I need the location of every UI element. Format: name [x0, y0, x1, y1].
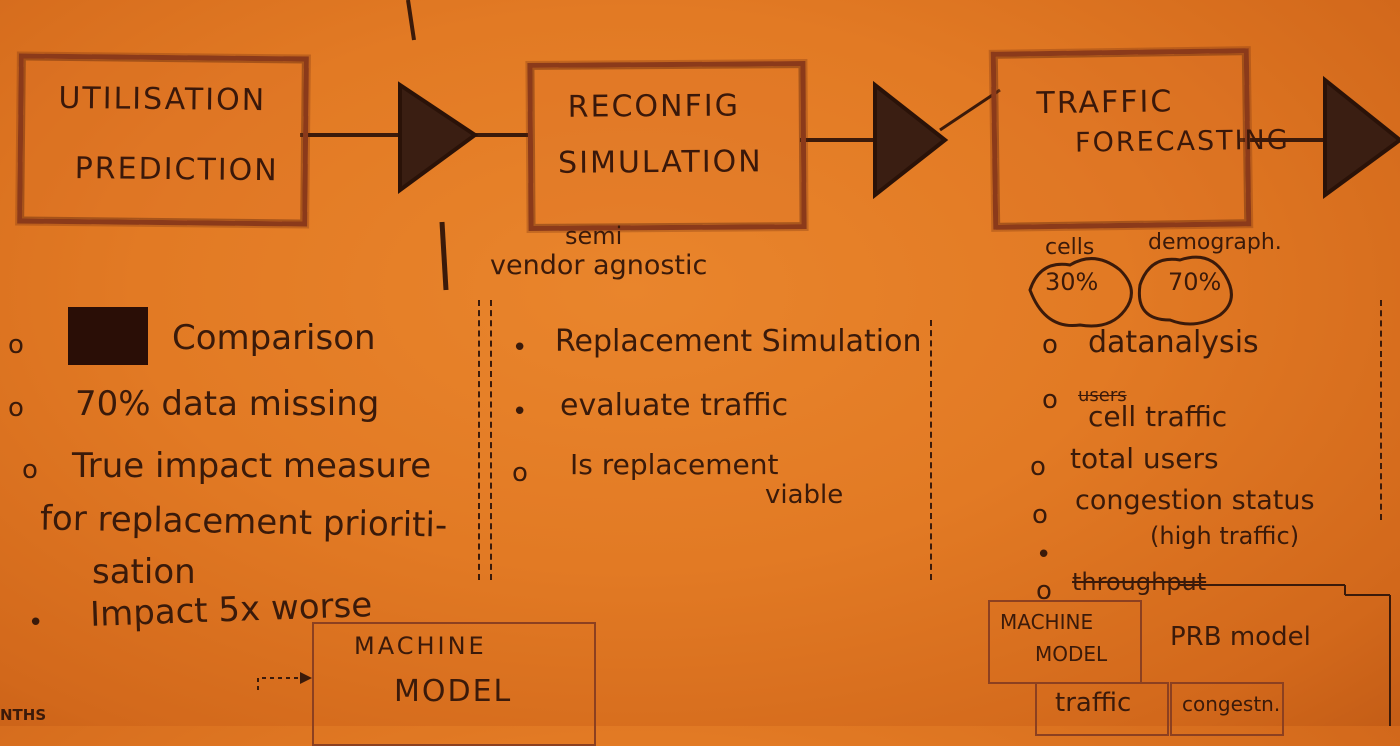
machine-model-line1: MACHINE — [1000, 610, 1094, 634]
bullet: o — [8, 393, 24, 423]
congestion-box: congestn. — [1170, 682, 1284, 736]
col3-item-high-traffic: (high traffic) — [1150, 522, 1300, 550]
stage-box-utilisation-prediction: UTILISATION PREDICTION — [17, 53, 309, 227]
col1-item-prioritisation: for replacement prioriti- — [39, 498, 448, 546]
bubble-value-demograph: 70% — [1168, 268, 1222, 296]
bullet: o — [1030, 452, 1046, 482]
bubble-label-cells: cells — [1045, 235, 1095, 260]
col3-item-total-users: total users — [1070, 442, 1219, 475]
stage-title-line2: PREDICTION — [74, 151, 279, 189]
arrow-triangle-3 — [1323, 75, 1400, 199]
col2-item-is-replacement: Is replacement — [570, 448, 779, 481]
col2-item-evaluate-traffic: evaluate traffic — [560, 388, 789, 423]
corner-text: NTHS — [0, 706, 47, 724]
stage-title-line2: FORECASTING — [1074, 124, 1290, 159]
machine-model-box-right: MACHINE MODEL — [988, 600, 1142, 684]
bullet: o — [1036, 576, 1052, 606]
column-divider — [930, 320, 932, 580]
col2-item-viable: viable — [765, 480, 844, 510]
bullet: • — [512, 397, 528, 427]
col3-item-users-struck: users — [1078, 385, 1127, 406]
machine-model-line1: MACHINE — [354, 632, 487, 660]
bullet: o — [512, 458, 528, 488]
semi-note: semi — [565, 222, 623, 250]
bubble-value-cells: 30% — [1045, 268, 1099, 296]
bullet: o — [22, 455, 38, 485]
stage-box-traffic-forecasting: TRAFFIC FORECASTING — [990, 48, 1290, 230]
stage-title-line2: SIMULATION — [557, 144, 763, 181]
col1-item-data-missing: 70% data missing — [75, 384, 380, 424]
col2-item-replacement-simulation: Replacement Simulation — [555, 324, 922, 359]
col3-item-congestion-status: congestion status — [1075, 485, 1315, 516]
col1-item-comparison: Comparison — [172, 318, 376, 358]
bullet: • — [28, 608, 44, 638]
bubble-label-demograph: demograph. — [1148, 230, 1282, 255]
column-divider — [490, 300, 492, 580]
bullet: o — [1042, 385, 1058, 415]
bullet: • — [512, 333, 528, 363]
prb-model-label: PRB model — [1170, 622, 1311, 652]
flow-connectors — [257, 0, 1400, 726]
col3-item-datanalysis: datanalysis — [1088, 325, 1259, 360]
bullet: o — [8, 330, 24, 360]
traffic-box: traffic — [1035, 682, 1169, 736]
machine-model-line2: MODEL — [1035, 642, 1108, 666]
bullet: o — [1032, 500, 1048, 530]
column-divider — [1380, 300, 1382, 520]
bullet: • — [1036, 540, 1052, 570]
col1-item-sation: sation — [92, 552, 196, 592]
col3-item-cell-traffic: cell traffic — [1088, 400, 1228, 433]
bullet: o — [1042, 330, 1058, 360]
congestion-label: congestn. — [1182, 692, 1281, 716]
stage-title-line1: TRAFFIC — [1036, 84, 1174, 122]
machine-model-box-left: MACHINE MODEL — [312, 622, 596, 746]
stage-title-line1: UTILISATION — [58, 80, 267, 119]
column-divider — [478, 300, 480, 580]
stage-box-reconfig-simulation: RECONFIG SIMULATION — [527, 61, 807, 231]
stage-title-line1: RECONFIG — [567, 88, 741, 125]
traffic-label: traffic — [1055, 688, 1132, 718]
machine-model-line2: MODEL — [394, 674, 513, 709]
arrow-triangle-1 — [398, 81, 479, 194]
arrow-triangle-2 — [873, 80, 949, 200]
redacted-block — [68, 307, 148, 365]
vendor-agnostic-note: vendor agnostic — [490, 250, 708, 281]
col3-item-throughput: throughput — [1072, 568, 1207, 596]
col1-item-true-impact: True impact measure — [72, 446, 432, 486]
